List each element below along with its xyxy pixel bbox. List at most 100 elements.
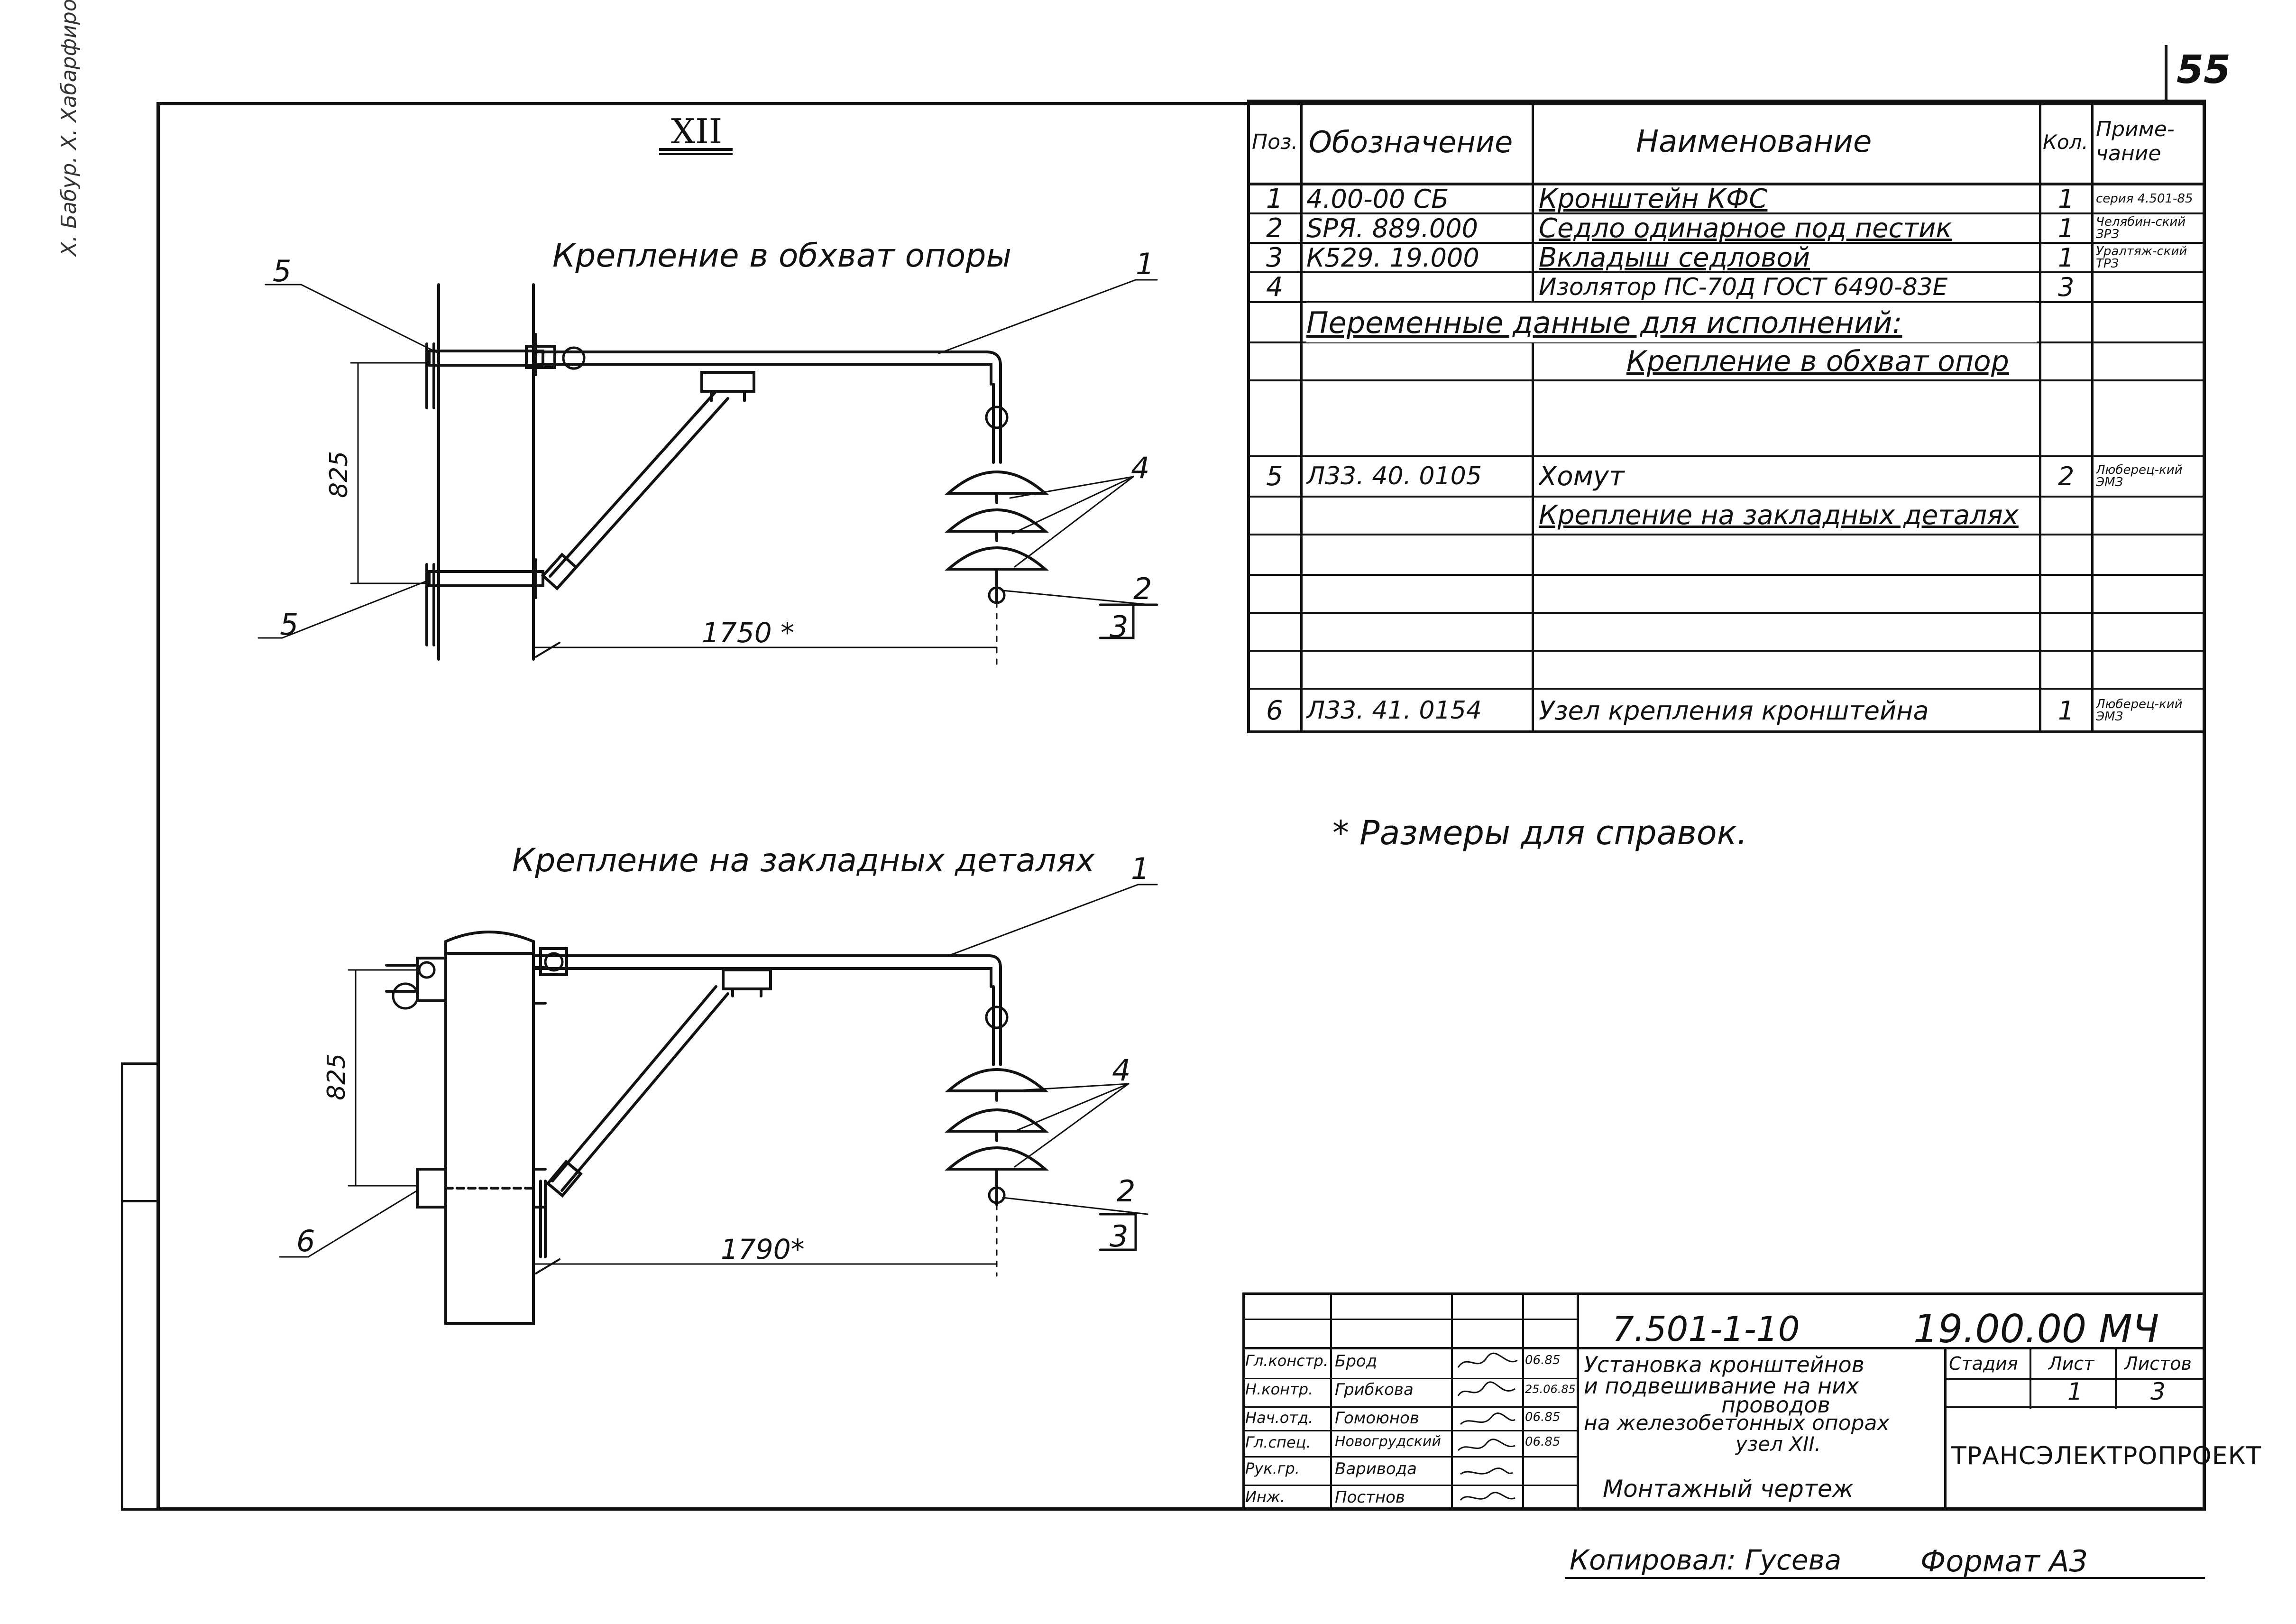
row-note: серия 4.501-85 (2096, 192, 2193, 206)
row-note: Уралтяж-ский ТРЗ (2096, 244, 2187, 271)
spec-row-3: 3 К529. 19.000 Вкладыш седловой 1 Уралтя… (1247, 243, 2206, 272)
view-title: XII (671, 111, 723, 151)
tb-title-line: Установка кронштейнов (1584, 1352, 1864, 1377)
tb-title-line: проводов (1721, 1392, 1830, 1418)
row-note: Челябин-ский ЗРЗ (2096, 215, 2186, 241)
tb-date: 25.06.85 (1525, 1383, 1576, 1396)
spec-row-6: 6 Л33. 41. 0154 Узел крепления кронштейн… (1247, 690, 2206, 731)
row-pos: 3 (1266, 243, 1283, 272)
tb-date: 06.85 (1525, 1353, 1561, 1367)
tb-person: Вариводa (1335, 1459, 1417, 1478)
header-name: Наименование (1636, 124, 1872, 159)
bottom-view-geometry (279, 884, 1158, 1325)
tb-role: Рук.гр. (1245, 1459, 1300, 1477)
group1-label: Крепление в обхват опор (1626, 345, 2009, 378)
row-pos: 1 (1266, 184, 1283, 213)
row-name: Изолятор ПС-70Д ГОСТ 6490-83Е (1539, 273, 1948, 301)
reference-note: * Размеры для справок. (1332, 813, 1748, 852)
header-note: Приме-чание (2096, 117, 2175, 166)
tb-sheet-value: 1 (2067, 1378, 2083, 1405)
tb-person: Гомоюнов (1335, 1409, 1419, 1428)
row-qty: 1 (2058, 184, 2075, 213)
tb-person: Новогрудский (1335, 1433, 1441, 1450)
row-name: Узел крепления кронштейна (1539, 695, 1929, 726)
top-callout-1: 1 (1136, 247, 1155, 281)
bottom-dim-horizontal: 1790* (721, 1233, 805, 1265)
row-note: Люберец-кий ЭМЗ (2096, 697, 2183, 724)
sheet-number: 55 (2177, 47, 2231, 92)
row-note: Люберец-кий ЭМЗ (2096, 463, 2183, 489)
tb-role: Гл.спец. (1245, 1433, 1311, 1451)
row-designation: SPЯ. 889.000 (1306, 213, 1478, 243)
tb-title-line: Монтажный чертеж (1603, 1475, 1854, 1503)
header-qty: Кол. (2043, 130, 2088, 154)
row-name: Вкладыш седловой (1539, 243, 1810, 272)
sheet-frame (156, 102, 2206, 1511)
tb-sheets-value: 3 (2150, 1378, 2166, 1405)
variable-data-header: Переменные данные для исполнений: (1306, 303, 2037, 342)
specification-table: Поз. Обозначение Наименование Кол. Приме… (1247, 100, 2206, 733)
bottom-callout-3: 3 (1110, 1219, 1129, 1254)
left-margin-divider (121, 1200, 156, 1202)
tb-stage-label: Стадия (1949, 1353, 2018, 1374)
spec-row-1: 1 4.00-00 СБ Кронштейн КФС 1 серия 4.501… (1247, 184, 2206, 213)
left-margin-strip (121, 1062, 156, 1511)
top-callout-5a: 5 (273, 254, 292, 288)
bottom-callout-1: 1 (1131, 851, 1150, 886)
tb-role: Нач.отд. (1245, 1409, 1313, 1427)
title-block: 7.501-1-10 19.00.00 МЧ Гл.констр. Брод 0… (1242, 1292, 2261, 1511)
tb-code: 7.501-1-10 (1612, 1309, 1800, 1349)
header-pos: Поз. (1252, 129, 1298, 154)
tb-role: Инж. (1245, 1488, 1285, 1506)
tb-organization: ТРАНСЭЛЕКТРОПРОЕКТ (1951, 1442, 2262, 1470)
tb-sheets-label: Листов (2124, 1353, 2192, 1374)
row-qty: 1 (2058, 213, 2075, 243)
tb-date: 06.85 (1525, 1410, 1561, 1424)
row-designation (1306, 272, 1529, 302)
tb-title-line: узел XII. (1736, 1432, 1821, 1456)
row-name: Седло одинарное под пестик (1539, 213, 1952, 243)
row-pos: 4 (1266, 272, 1283, 302)
tb-role: Гл.констр. (1245, 1352, 1328, 1370)
top-dim-vertical: 825 (325, 451, 353, 498)
top-dim-horizontal: 1750 * (702, 617, 795, 649)
row-designation: К529. 19.000 (1306, 243, 1479, 272)
tb-role: Н.контр. (1245, 1380, 1313, 1398)
tb-title-line: на железобетонных опорах (1584, 1411, 1890, 1435)
row-designation: Л33. 40. 0105 (1306, 462, 1482, 490)
row-qty: 2 (2058, 461, 2075, 491)
spec-row-2: 2 SPЯ. 889.000 Седло одинарное под пести… (1247, 213, 2206, 243)
spec-variable-header: Переменные данные для исполнений: (1247, 303, 2206, 342)
top-callout-2: 2 (1133, 572, 1152, 606)
copy-line (1565, 1577, 2205, 1579)
tb-person: Брод (1335, 1352, 1378, 1371)
tb-person: Грибкова (1335, 1380, 1414, 1399)
row-name: Кронштейн КФС (1539, 184, 1768, 213)
tb-date: 06.85 (1525, 1435, 1561, 1449)
top-callout-3: 3 (1110, 609, 1129, 644)
top-callout-5b: 5 (280, 607, 299, 642)
sheet-number-box (2165, 45, 2210, 102)
tb-doc-number: 19.00.00 МЧ (1913, 1307, 2159, 1352)
bottom-view-caption: Крепление на закладных деталях (512, 842, 1095, 879)
top-view-geometry (257, 279, 1158, 665)
spec-group1-label-row: Крепление в обхват опор (1247, 342, 2206, 380)
bottom-callout-4: 4 (1112, 1053, 1131, 1088)
tb-title-line: и подвешивание на них (1584, 1373, 1859, 1399)
row-name: Хомут (1539, 461, 1625, 492)
bottom-dim-vertical: 825 (322, 1053, 351, 1100)
row-qty: 3 (2058, 272, 2075, 302)
spec-group2-label-row: Крепление на закладных деталях (1247, 496, 2206, 534)
paper-format: Формат А3 (1920, 1544, 2088, 1578)
tb-person: Постнов (1335, 1488, 1405, 1507)
tb-sheet-label: Лист (2048, 1353, 2094, 1374)
bottom-callout-6: 6 (296, 1224, 315, 1258)
spec-header-row: Поз. Обозначение Наименование Кол. Приме… (1247, 100, 2206, 184)
spec-row-5: 5 Л33. 40. 0105 Хомут 2 Люберец-кий ЭМЗ (1247, 456, 2206, 496)
row-designation: Л33. 41. 0154 (1306, 696, 1482, 725)
top-callout-4: 4 (1131, 451, 1150, 485)
row-designation: 4.00-00 СБ (1306, 184, 1449, 213)
spec-row-4: 4 Изолятор ПС-70Д ГОСТ 6490-83Е 3 (1247, 272, 2206, 302)
signatures (1457, 1352, 1518, 1501)
